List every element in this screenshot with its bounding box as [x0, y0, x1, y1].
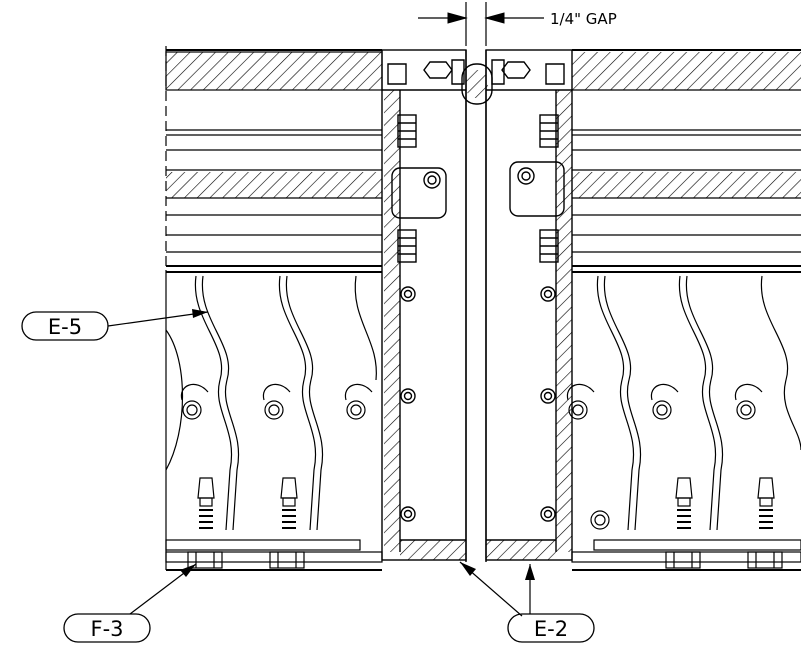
gap-dimension-label: 1/4" GAP [550, 10, 617, 28]
center-gap [461, 50, 493, 562]
callout-f3-label: F-3 [90, 617, 123, 641]
left-panel [165, 46, 383, 571]
callout-e5: E-5 [21, 309, 209, 341]
right-extrusion [485, 49, 573, 561]
left-extrusion [381, 49, 467, 561]
callout-f3: F-3 [63, 563, 197, 643]
callout-e2-label: E-2 [534, 617, 568, 641]
right-panel [566, 49, 801, 571]
gap-dimension [418, 2, 544, 46]
callout-e5-label: E-5 [48, 315, 82, 339]
callout-e2: E-2 [459, 561, 595, 643]
